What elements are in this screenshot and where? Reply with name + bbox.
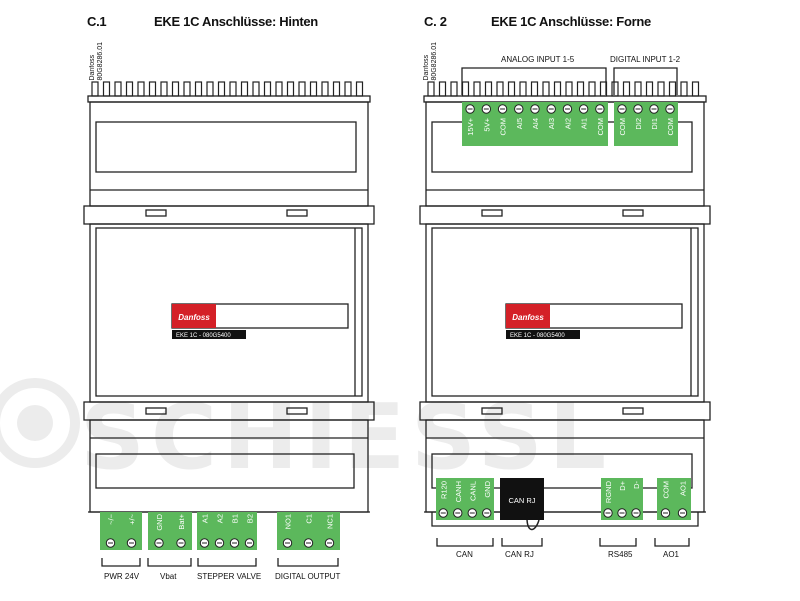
terminal-label: 15V+	[466, 117, 475, 135]
label-pwr24v: PWR 24V	[104, 572, 140, 581]
terminal-label: R120	[439, 481, 448, 499]
terminal-label: B2	[246, 514, 255, 523]
vent-ridge	[645, 81, 654, 97]
vent-ridge	[519, 81, 527, 97]
terminal-label: AI1	[580, 118, 589, 129]
terminal-label: AI3	[547, 118, 556, 129]
vent-ridge	[611, 81, 619, 97]
vent-ridge	[496, 81, 504, 97]
vent-ridge	[691, 81, 700, 97]
terminal-label: AI4	[531, 118, 540, 129]
vent-ridge	[542, 81, 550, 97]
vent-ridge	[438, 81, 447, 97]
vent-ridge	[657, 81, 665, 97]
terminal-label: COM	[596, 118, 605, 136]
vent-ridge	[507, 81, 516, 97]
vent-ridge	[473, 81, 481, 97]
label-analog-input: ANALOG INPUT 1-5	[501, 55, 575, 64]
right-section-number: C. 2	[424, 14, 447, 29]
vent-ridge	[668, 81, 677, 97]
terminal-label: DI1	[650, 118, 659, 130]
label-stepper-valve: STEPPER VALVE	[197, 572, 262, 581]
vent-ridge	[634, 81, 642, 97]
left-model-text: EKE 1C - 080G5400	[176, 333, 231, 339]
label-digital-output: DIGITAL OUTPUT	[275, 572, 341, 581]
terminal-label: GND	[155, 513, 164, 530]
label-can-rj: CAN RJ	[505, 550, 534, 559]
terminal-label: D+	[618, 480, 627, 490]
terminal-label: AI5	[515, 118, 524, 129]
vent-ridge	[450, 81, 458, 97]
terminal-label: A2	[216, 514, 225, 523]
terminal-label: Bat+	[177, 513, 186, 529]
right-model-plate	[506, 330, 580, 339]
left-danfoss-logo	[172, 304, 216, 328]
terminal-label: AO1	[679, 481, 688, 496]
label-vbat: Vbat	[160, 572, 177, 581]
terminal-label: GND	[483, 480, 492, 497]
vent-ridge	[680, 81, 688, 97]
right-logo-text: Danfoss	[512, 313, 544, 322]
terminal-label: DI2	[634, 118, 643, 130]
terminal-label: D-	[632, 481, 641, 489]
label-digital-input: DIGITAL INPUT 1-2	[610, 55, 681, 64]
vent-ridge	[461, 81, 470, 97]
vent-ridge	[576, 81, 585, 97]
terminal-label: COM	[662, 481, 671, 499]
can-rj-port	[500, 478, 544, 520]
terminal-label: B1	[231, 514, 240, 523]
terminal-label: CANL	[468, 481, 477, 501]
left-section-number: C.1	[87, 14, 107, 29]
label-ao1: AO1	[663, 550, 680, 559]
label-can: CAN	[456, 550, 473, 559]
can-rj-port-label: CAN RJ	[508, 496, 535, 505]
right-model-text: EKE 1C - 080G5400	[510, 333, 565, 339]
terminal-label: NO1	[284, 514, 293, 529]
vent-ridge	[622, 81, 631, 97]
left-device: Danfoss EKE 1C - 080G5400 ~/− +/~ GND Bat+ A…	[83, 81, 375, 567]
label-rs485: RS485	[608, 550, 633, 559]
vent-ridge	[553, 81, 562, 97]
left-title: EKE 1C Anschlüsse: Hinten	[154, 14, 318, 29]
terminal-label: A1	[201, 514, 210, 523]
left-terminal-blocks: ~/− +/~ GND Bat+ A1 A2 B1 B2 NO1 C1 NC1	[100, 512, 340, 550]
vent-ridge	[588, 81, 596, 97]
left-logo-text: Danfoss	[178, 313, 210, 322]
terminal-label: CANH	[454, 481, 463, 502]
terminal-label: COM	[618, 118, 627, 136]
vent-ridge	[530, 81, 539, 97]
terminal-label: COM	[666, 118, 675, 136]
terminal-label: ~/−	[107, 513, 116, 524]
terminal-label: 5V+	[482, 117, 491, 131]
vent-ridge	[565, 81, 573, 97]
right-top-vent-ridges	[427, 81, 700, 97]
vent-ridge	[427, 81, 435, 97]
terminal-label: COM	[499, 118, 508, 136]
right-title: EKE 1C Anschlüsse: Forne	[491, 14, 651, 29]
terminal-label: +/~	[128, 513, 137, 524]
terminal-label: NC1	[326, 514, 335, 529]
terminal-label: AI2	[563, 118, 572, 129]
right-danfoss-logo	[506, 304, 550, 328]
watermark-logo-icon	[0, 378, 80, 468]
vent-ridge	[484, 81, 493, 97]
terminal-label: C1	[305, 514, 314, 524]
terminal-label: RGND	[604, 480, 613, 503]
left-model-plate	[172, 330, 246, 339]
